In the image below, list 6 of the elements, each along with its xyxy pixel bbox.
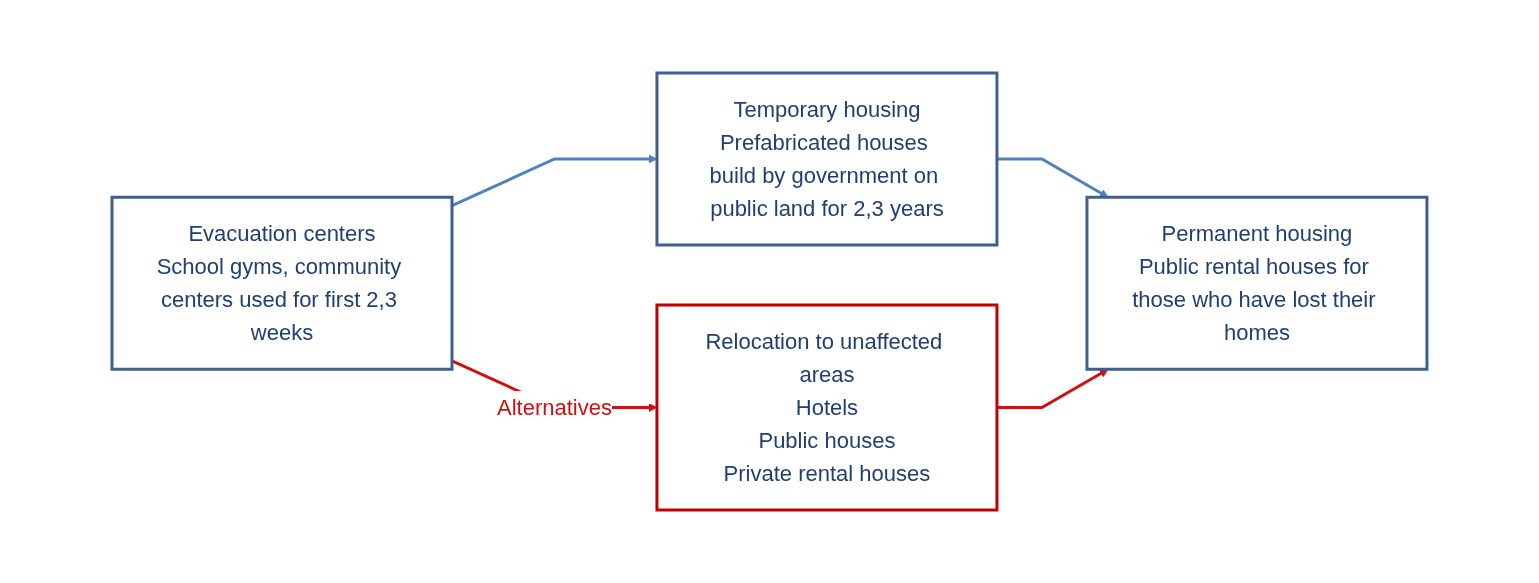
node-box: Temporary housing Prefabricated houses build by government on public land for 2,3 years — [655, 71, 999, 247]
arrow — [996, 157, 1109, 198]
node-box: Permanent housing Public rental houses for those who have lost their homes — [1085, 195, 1429, 371]
edge-label: Alternatives — [497, 395, 612, 420]
node-box: Relocation to unaffected areas Hotels Public houses Private rental houses — [655, 303, 999, 512]
node-box: Evacuation centers School gyms, community centers used for first 2,3 weeks — [110, 195, 454, 371]
